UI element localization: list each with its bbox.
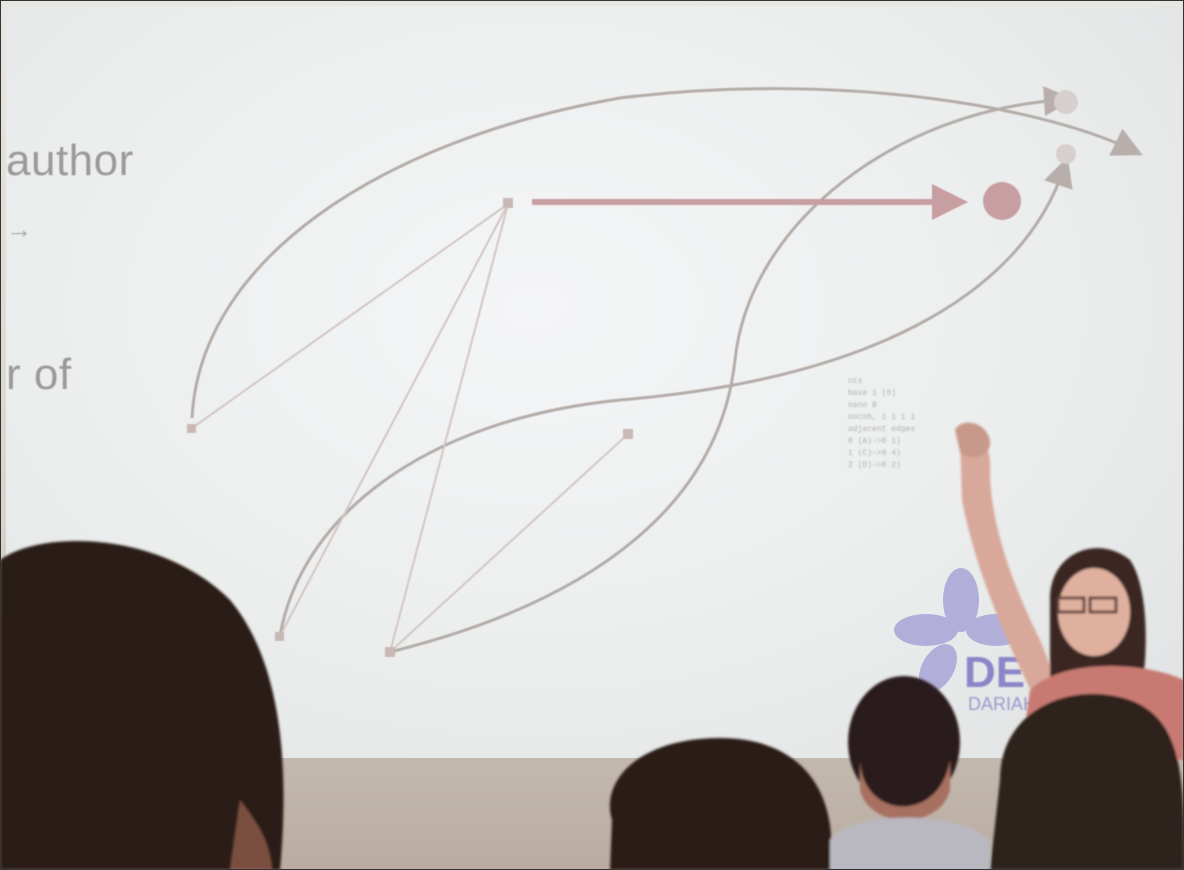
thin-edge-3	[389, 203, 509, 653]
code-line: 0 (A)->0 1)	[848, 437, 901, 446]
node-circle-mid	[1056, 144, 1076, 164]
node-square-1	[503, 198, 513, 208]
audience-shoulders-bald	[830, 817, 990, 870]
presenter-arm	[960, 436, 1060, 700]
thin-edge-4	[389, 433, 629, 653]
audience-head-bald-face	[860, 760, 950, 820]
audience-head-bald	[848, 676, 960, 808]
audience-head-right	[990, 693, 1184, 870]
thin-edge-1	[191, 203, 509, 429]
presenter-fist	[955, 422, 991, 458]
code-line: 1 (C)->0 4)	[848, 449, 901, 458]
code-snippet: nts base 1 (0) nano B nocoh, 1 1 1 1 adj…	[848, 376, 968, 472]
slide-text-author: author	[6, 136, 134, 185]
code-line: 2 (D)->0 2)	[848, 461, 901, 470]
node-square-4	[275, 632, 284, 641]
slide-arrow-glyph: →	[6, 214, 32, 244]
audience-head-curly	[609, 738, 832, 870]
code-line: adjacent edges	[848, 425, 916, 434]
code-line: base 1 (0)	[848, 389, 897, 398]
node-circle-highlight	[983, 182, 1021, 220]
node-square-3	[623, 429, 633, 439]
code-line: nano B	[848, 401, 877, 410]
slide-text-of: r of	[6, 350, 72, 399]
node-circle-top	[1054, 90, 1078, 114]
node-square-2	[187, 424, 196, 433]
logo-subtitle: DARIAH-	[968, 694, 1043, 714]
node-square-5	[385, 647, 395, 657]
code-line: nocoh, 1 1 1 1	[848, 413, 916, 422]
presenter-glasses	[1056, 596, 1118, 614]
code-line: nts	[848, 377, 863, 386]
audience-head-left	[0, 540, 284, 870]
curved-edge-top	[190, 87, 1143, 419]
thin-edge-2	[279, 203, 509, 637]
curved-edge-s	[389, 86, 1074, 654]
audience-neck-left	[230, 800, 272, 870]
curved-edge-lower	[278, 156, 1073, 637]
